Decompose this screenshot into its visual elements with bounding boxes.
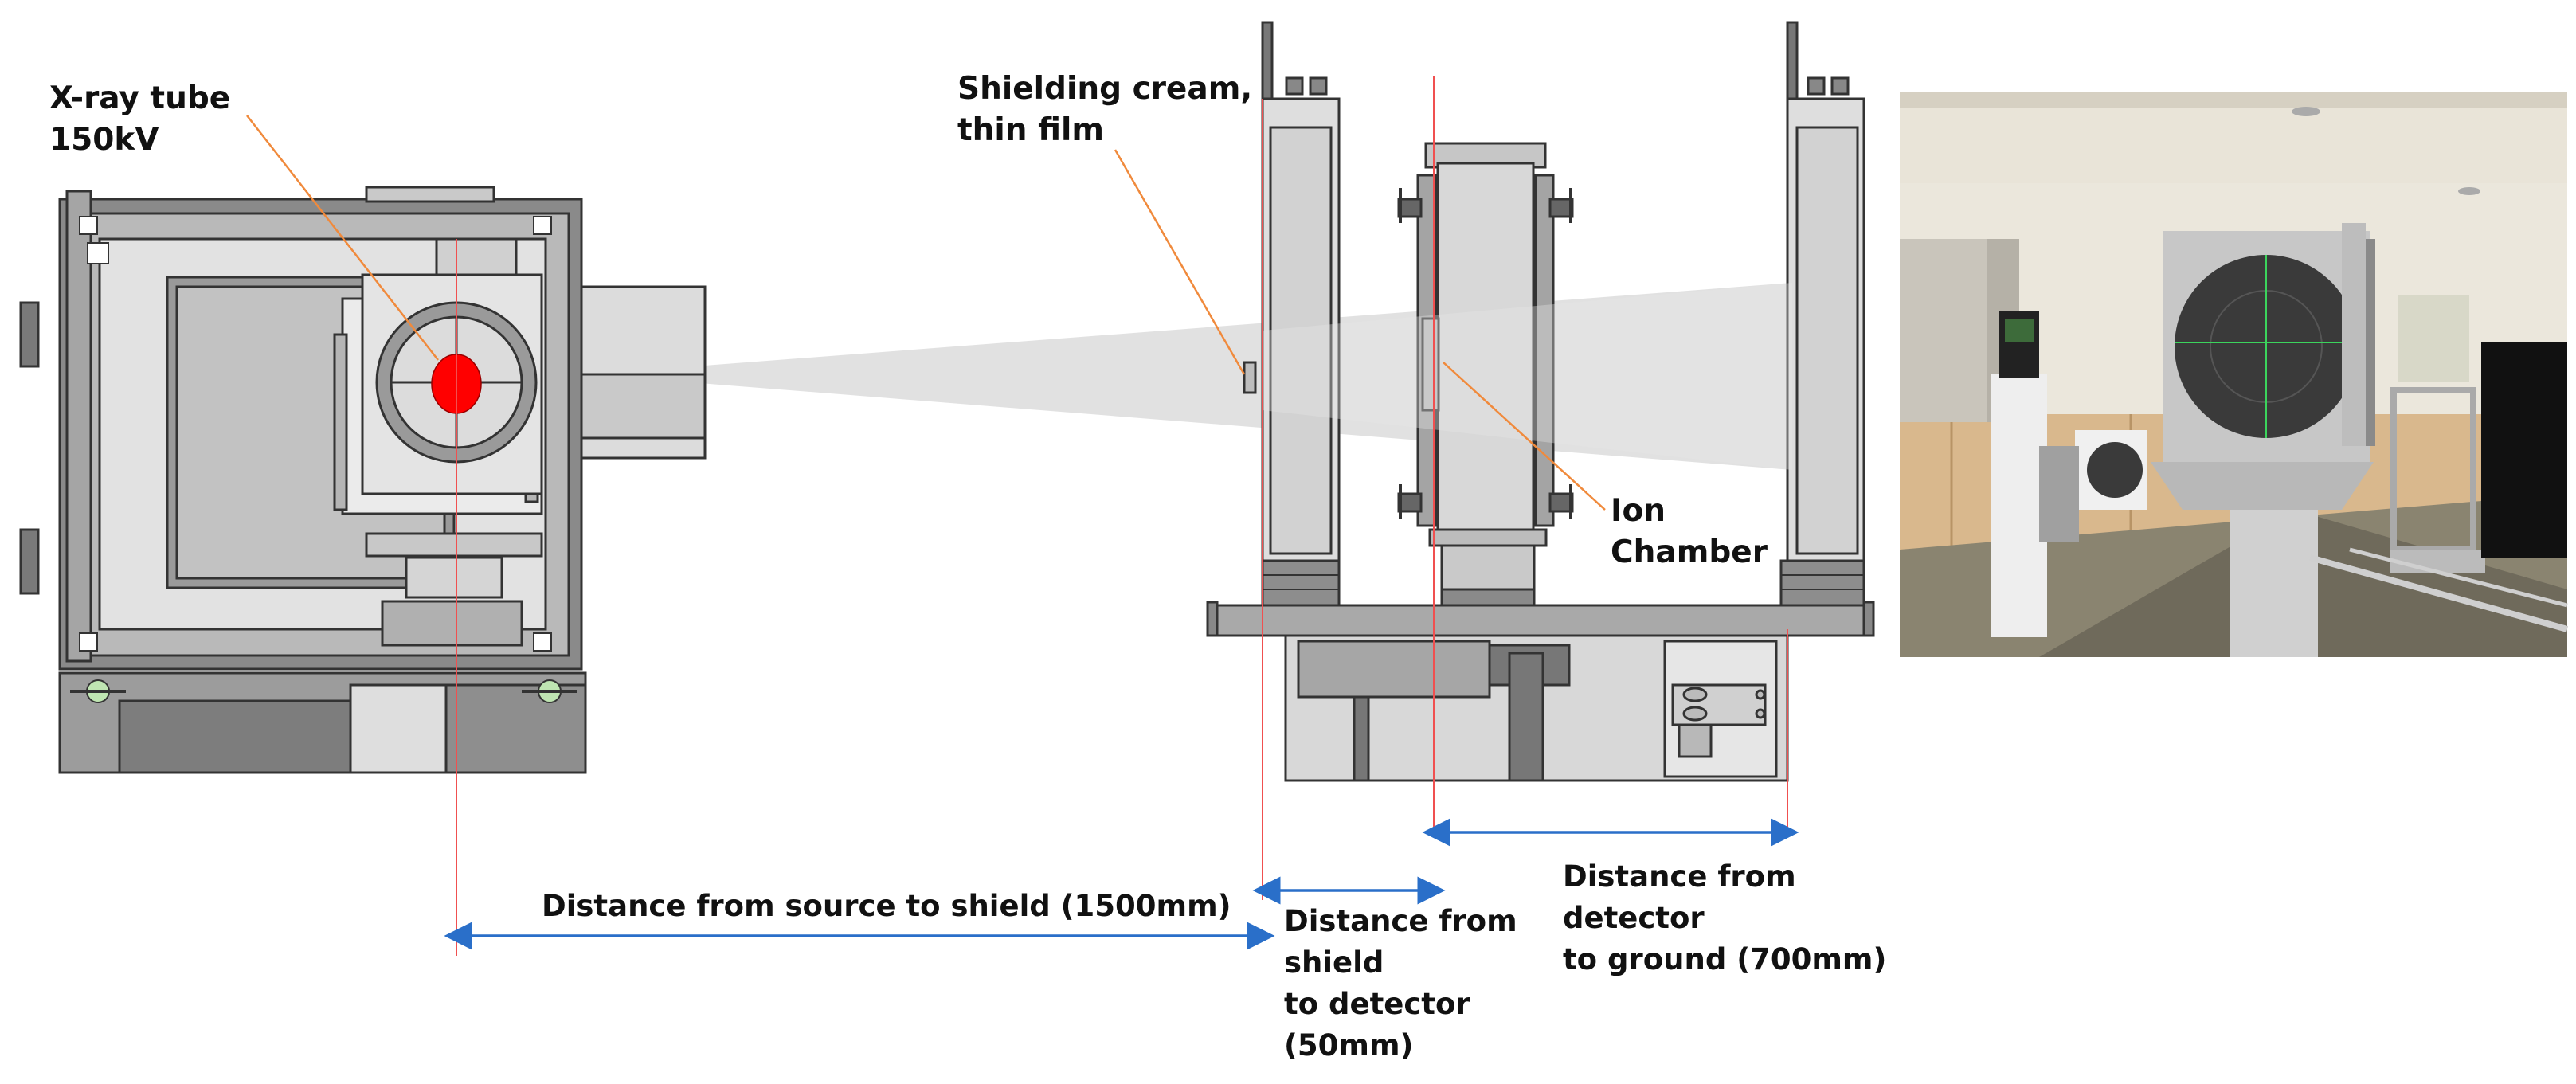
source-to-shield-dimension-label: Distance from source to shield (1500mm) [542, 889, 1231, 923]
lab-photo [1900, 92, 2569, 657]
right-panel [1779, 21, 1865, 607]
shield-panel [1243, 21, 1341, 607]
ion-chamber-label: Ion Chamber [1611, 493, 1768, 570]
callout-lines [246, 115, 1606, 511]
housing-fasteners [79, 216, 552, 652]
dimension-arrows [444, 818, 1799, 950]
shield-to-detector-dimension-label: Distance from shield to detector (50mm) [1284, 904, 1517, 1062]
bench [1206, 601, 1875, 782]
detector-stand [1397, 142, 1574, 607]
shielding-label: Shielding cream, thin film [957, 71, 1253, 148]
xray-beam-overlay [1263, 283, 1792, 470]
reference-lines [456, 76, 1788, 956]
detector-to-ground-dimension-label: Distance from detector to ground (700mm) [1563, 859, 1887, 976]
base-knobs [70, 679, 577, 703]
xray-tube-label: X-ray tube 150kV [49, 80, 231, 158]
